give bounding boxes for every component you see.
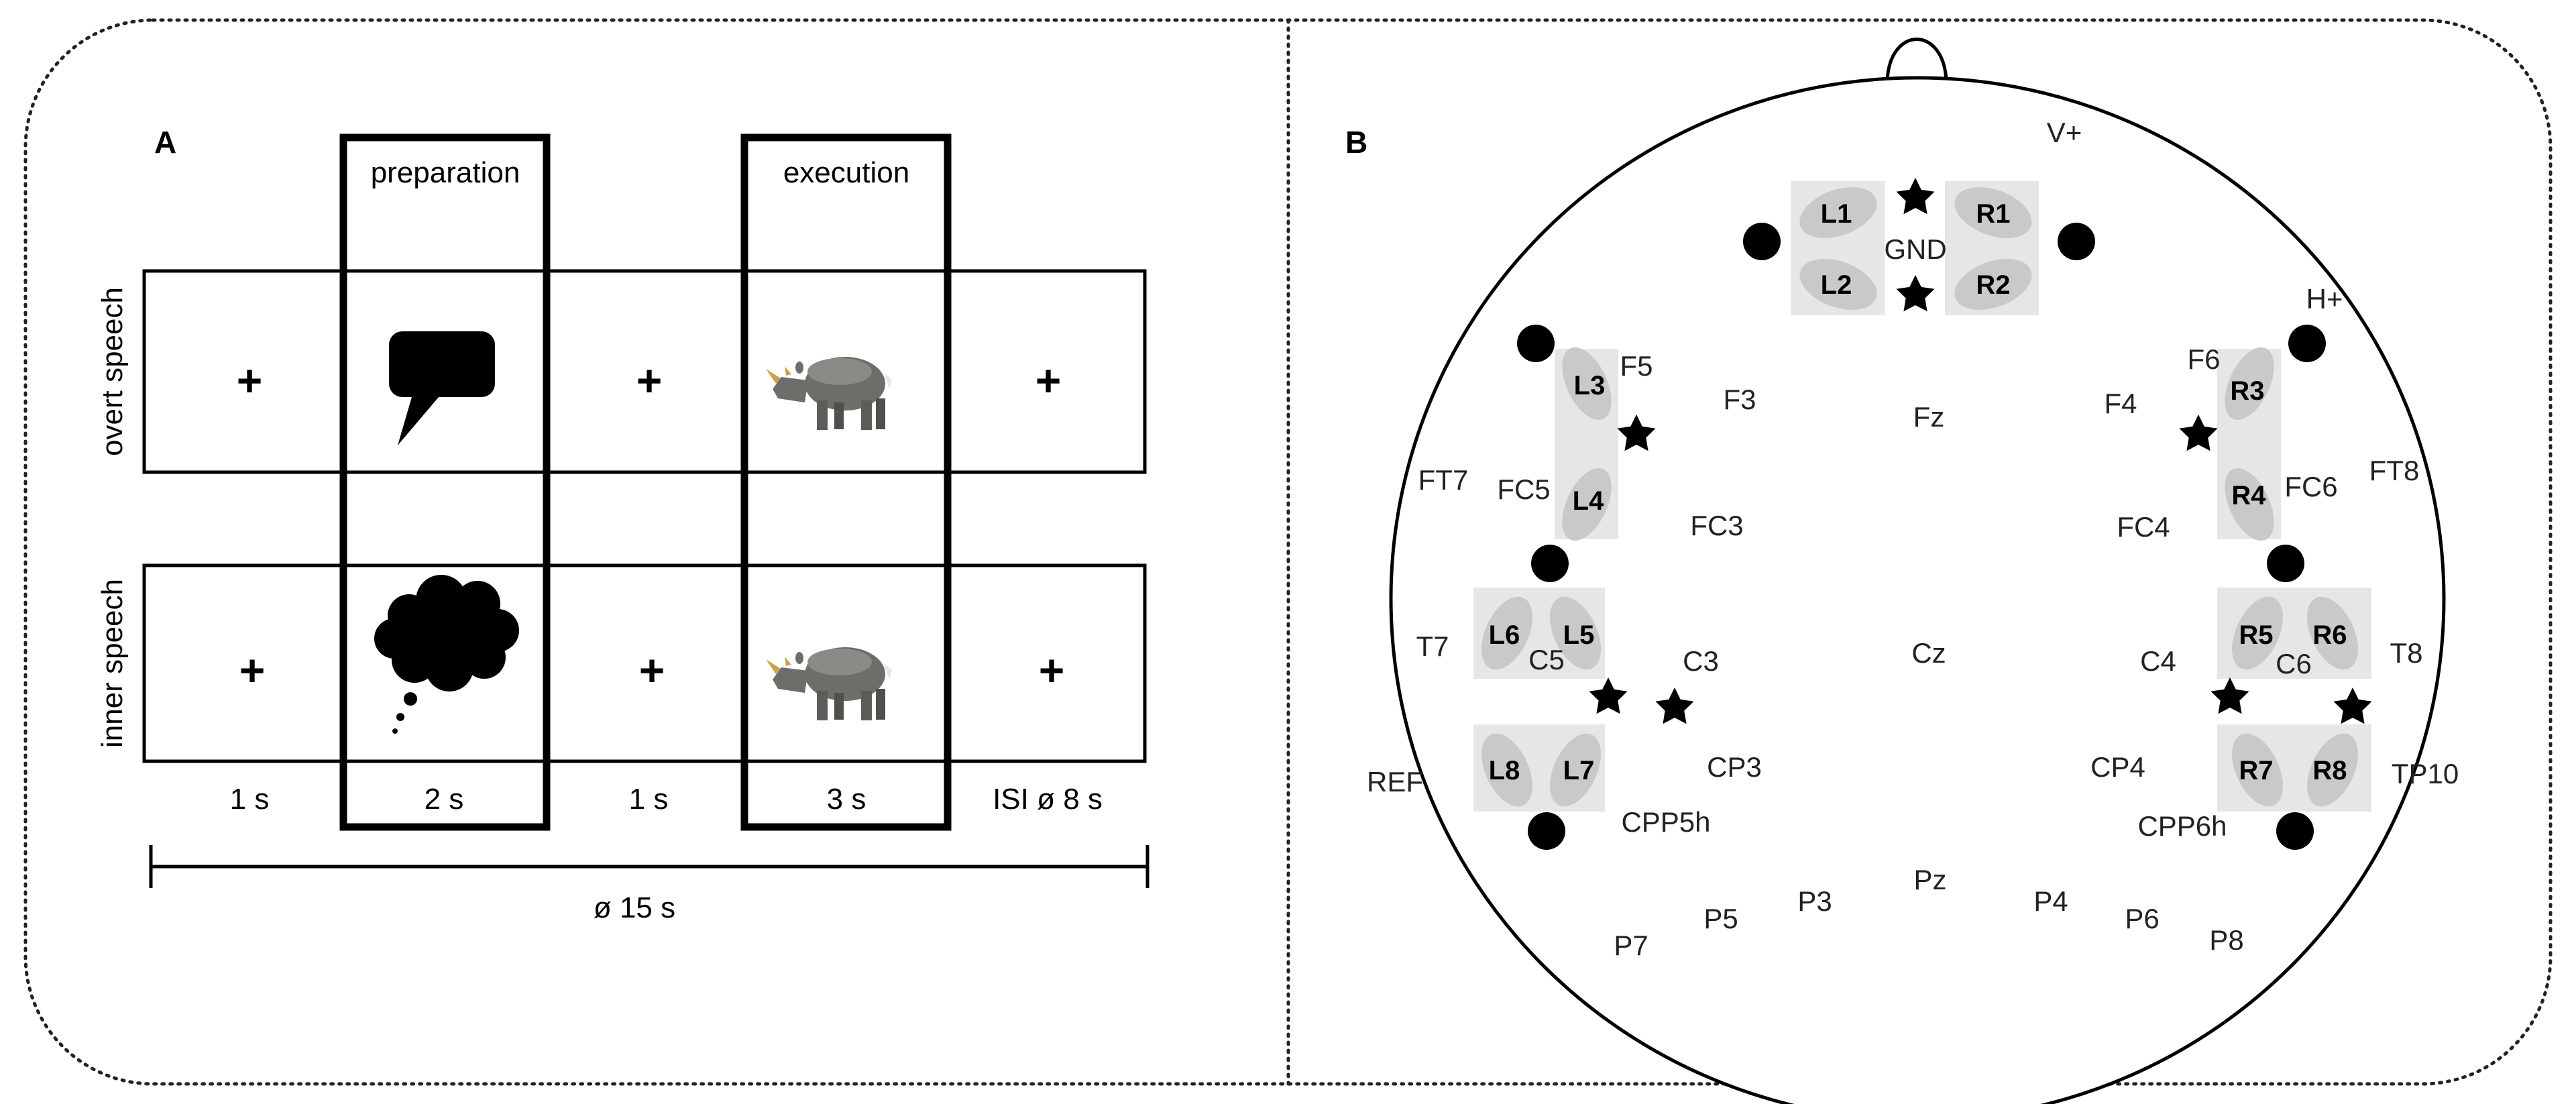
electrode-label-fc3: FC3	[1690, 510, 1743, 541]
duration-label: ISI ø 8 s	[993, 783, 1103, 816]
electrode-label-p6: P6	[2125, 903, 2159, 934]
channel-label-l4: L4	[1573, 486, 1604, 516]
electrode-label-f4: F4	[2104, 388, 2137, 419]
fixation-cross: +	[1039, 645, 1065, 695]
electrode-label-cp4: CP4	[2090, 751, 2145, 783]
electrode-label-c4: C4	[2140, 645, 2176, 677]
electrode-label-ft8: FT8	[2369, 455, 2420, 486]
electrode-label-t7: T7	[1416, 630, 1449, 662]
thought-bubble-icon	[374, 575, 519, 734]
channel-label-r6: R6	[2312, 620, 2347, 650]
electrode-label-cp3: CP3	[1707, 751, 1762, 783]
timeline-bracket	[149, 845, 1150, 888]
channel-label-r7: R7	[2239, 756, 2273, 785]
fixation-cross: +	[239, 645, 266, 695]
electrode-label-pz: Pz	[1913, 864, 1946, 895]
panel-a: A preparation execution overt speech inn…	[96, 125, 1150, 924]
fixation-cross: +	[636, 355, 663, 405]
panel-b: B	[1345, 38, 2459, 1104]
channel-label-r2: R2	[1976, 270, 2010, 300]
electrode-label-p7: P7	[1614, 930, 1648, 961]
electrode-label-c5: C5	[1528, 644, 1565, 675]
total-duration-label: ø 15 s	[594, 891, 675, 924]
electrode-label-t8: T8	[2390, 637, 2422, 669]
execution-header: execution	[783, 156, 909, 189]
electrode-label-vplus: V+	[2047, 117, 2082, 148]
channel-label-r1: R1	[1976, 199, 2010, 229]
head-nose	[1885, 38, 1948, 81]
electrode-label-p5: P5	[1703, 903, 1738, 934]
overt-speech-row	[142, 269, 1147, 474]
electrode-label-cpp5h: CPP5h	[1621, 806, 1710, 838]
channel-label-l5: L5	[1563, 620, 1595, 650]
head-outline	[1389, 76, 2446, 1104]
duration-label: 1 s	[230, 783, 270, 816]
electrode-label-hplus: H+	[2306, 283, 2343, 315]
electrode-label-ref: REF	[1367, 766, 1423, 797]
speech-bubble-icon	[389, 331, 495, 445]
electrode-label-f3: F3	[1723, 384, 1756, 415]
inner-speech-label: inner speech	[96, 579, 129, 748]
electrode-label-fc4: FC4	[2117, 511, 2170, 543]
electrode-label-cpp6h: CPP6h	[2137, 810, 2227, 842]
electrode-label-p8: P8	[2209, 924, 2243, 956]
channel-label-l7: L7	[1563, 756, 1595, 785]
electrode-label-ft7: FT7	[1418, 464, 1469, 496]
channel-label-l8: L8	[1489, 756, 1520, 785]
electrode-label-f5: F5	[1620, 350, 1653, 382]
rhinoceros-image	[766, 647, 892, 720]
electrode-label-c3: C3	[1683, 645, 1719, 677]
electrode-label-fz: Fz	[1913, 401, 1945, 433]
channel-label-r4: R4	[2231, 481, 2266, 510]
duration-label: 2 s	[425, 783, 464, 816]
channel-label-l1: L1	[1821, 199, 1852, 229]
fixation-cross: +	[237, 355, 263, 405]
execution-column	[740, 133, 952, 831]
panel-b-label: B	[1345, 125, 1367, 160]
rhinoceros-image	[766, 357, 892, 430]
electrode-label-c6: C6	[2276, 648, 2312, 679]
electrode-dots	[1517, 223, 2326, 850]
electrode-label-cz: Cz	[1911, 637, 1946, 669]
electrode-label-p3: P3	[1797, 885, 1832, 917]
channel-label-l3: L3	[1574, 371, 1606, 400]
electrode-label-fc6: FC6	[2284, 471, 2337, 502]
electrode-label-fc5: FC5	[1497, 474, 1550, 505]
channel-label-l6: L6	[1489, 620, 1520, 650]
fixation-cross: +	[1035, 355, 1062, 405]
overt-speech-label: overt speech	[96, 287, 129, 456]
preparation-column	[339, 133, 551, 831]
fixation-cross: +	[639, 645, 665, 695]
duration-label: 3 s	[827, 783, 866, 816]
inner-speech-row	[142, 563, 1147, 763]
duration-label: 1 s	[629, 783, 669, 816]
preparation-header: preparation	[371, 156, 520, 189]
electrode-label-tp10: TP10	[2392, 758, 2459, 789]
channel-label-r5: R5	[2239, 620, 2273, 650]
electrode-label-f6: F6	[2187, 343, 2220, 375]
electrode-label-gnd: GND	[1884, 233, 1946, 265]
channel-label-r3: R3	[2230, 376, 2264, 406]
channel-label-l2: L2	[1821, 270, 1852, 300]
channel-ellipses	[1481, 187, 2358, 807]
electrode-label-p4: P4	[2033, 885, 2068, 917]
channel-label-r8: R8	[2312, 756, 2347, 785]
panel-a-label: A	[154, 125, 176, 160]
